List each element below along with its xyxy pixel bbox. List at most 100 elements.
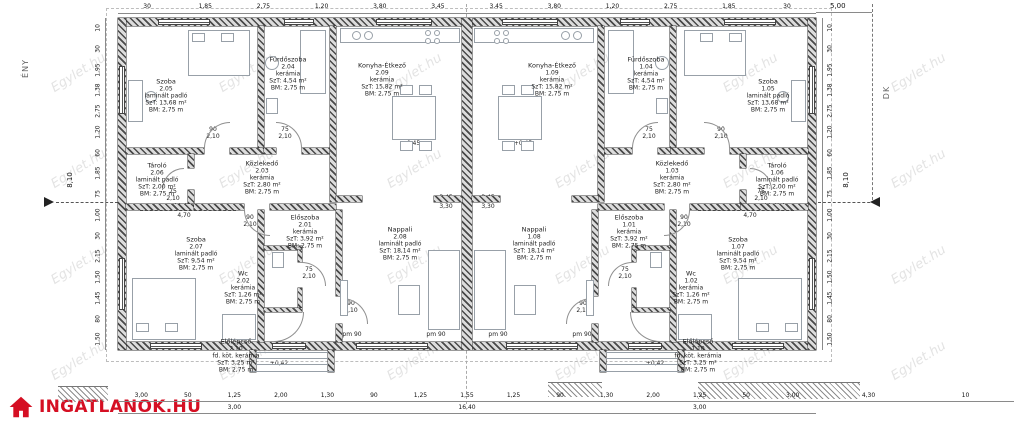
terrain-hatch [58,386,108,402]
dim-label: 2,15 [94,249,102,264]
room-num: 2.04 [281,63,295,71]
window [620,19,650,25]
pillow [165,323,178,332]
room-num: 1.06 [770,169,784,177]
dim-label: 50 [183,392,192,399]
room-name: Közlekedő [655,159,689,168]
dim-label: 3,80 [373,3,387,10]
dim-label: 1,95 [94,63,102,77]
partition-wall [264,308,302,312]
partition-wall [632,246,670,250]
dim-label: 1,20 [314,3,329,10]
dim-label: 4,30 [861,392,876,399]
dining-chair [521,85,534,95]
door-label: 75 2,10 [166,188,180,202]
room-name: Fürdőszoba [627,55,665,64]
bathtub [300,30,326,94]
room-name: Konyha-Étkező [358,61,406,70]
overall-dim-left: 8,10 [62,172,78,188]
room-name: Tároló [767,161,787,170]
room-height: BM: 2,75 m [516,254,552,262]
room-area: SzT: 13,68 m² [747,99,789,107]
dim-label: 1,25 [227,392,241,399]
room-num: 2.02 [236,277,250,285]
dining-chair [400,141,413,151]
kitchen-sink [352,31,361,40]
kitchen-sink [364,31,373,40]
partition-wall [336,196,362,202]
room-floor: kerámia [678,284,704,292]
room-name: Tároló [147,161,167,170]
offset-dim-line [816,12,872,13]
overall-dim-right-label: 8,10 [841,172,850,188]
pillow [729,33,742,42]
dim-label: 2,00 [646,392,660,399]
partition-wall [328,350,334,372]
dim-label: 3,45 [489,3,503,10]
pillow [756,323,769,332]
dim-label: 30 [94,232,102,240]
dining-chair [400,85,413,95]
pillow [785,323,798,332]
dim-line [822,18,823,350]
dining-chair [419,141,432,151]
wardrobe [222,314,256,340]
partition-wall [598,204,664,210]
room-floor: fd. köt. kerámia [212,352,260,360]
dim-label: 90 [556,392,564,399]
dim-chain-bottom-right: 4,30 10 [820,392,1014,401]
dining-table [392,96,436,140]
logo: INGATLANOK.HU [8,394,201,420]
partition-wall [598,26,604,202]
partition-wall [330,26,336,202]
room-floor: laminált padló [144,92,188,100]
section-marker-right [870,197,880,207]
beam-line-left [140,210,236,211]
room-area: SzT: 3,92 m² [286,235,324,243]
dim-label: 80 [94,315,102,323]
room-floor: kerámia [369,76,395,84]
dim-label: 10 [94,24,102,33]
room-height: BM: 2,75 m [720,264,756,272]
room-height: BM: 2,75 m [750,106,786,114]
room-num: 2.05 [159,85,173,93]
room-area: SzT: 18,14 m² [513,247,555,255]
dim-label: 2,15 [826,249,834,264]
partition-wall [572,196,598,202]
partition-wall [250,350,256,372]
sofa [474,250,506,330]
room-floor: laminált padló [174,250,218,258]
dim-label: 1,85 [722,3,736,10]
dim-label: 30 [826,45,834,53]
partition-wall [194,204,244,210]
washbasin [655,56,669,70]
room-name: Nappali [387,225,413,234]
room-floor: kerámia [230,284,256,292]
window [356,343,428,349]
dim-label: 10 [961,392,970,399]
washbasin [265,56,279,70]
stove-burner [434,30,440,36]
property-line [872,4,873,200]
room-name: Szoba [186,235,206,244]
partition-wall [472,196,500,202]
room-name: Előszoba [614,213,644,222]
room-area: SzT: 13,68 m² [145,99,187,107]
room-height: BM: 2,75 m [611,242,647,250]
room-floor: fd. köt. kerámia [674,352,722,360]
partition-wall [740,190,746,210]
room-floor: kerámia [539,76,565,84]
partition-wall [258,210,264,342]
toilet [272,252,284,268]
partition-wall [336,210,342,296]
dim-label: 50 [742,392,750,399]
dim-label: 30 [94,45,102,53]
